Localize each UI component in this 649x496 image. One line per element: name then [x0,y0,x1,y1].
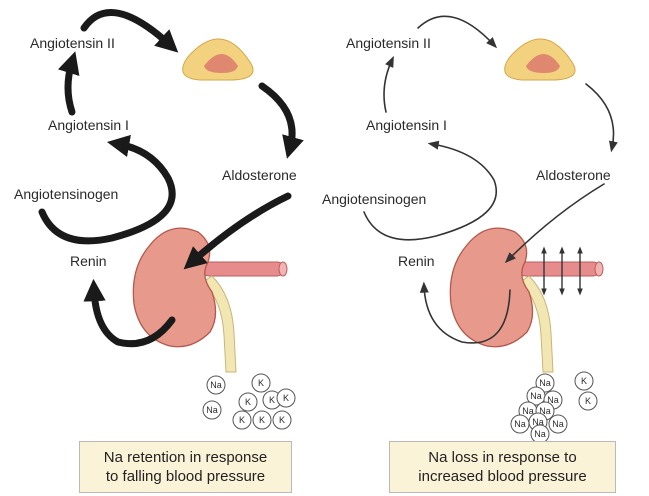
left-caption-line-1: Na retention in response [80,448,291,467]
ion-label: Na [522,406,534,416]
ion-k: K [273,411,291,429]
left-adrenal-gland [183,39,253,80]
ion-label: Na [552,419,564,429]
ion-label: Na [514,419,526,429]
ion-label: K [581,376,587,386]
ion-label: K [239,415,245,425]
right-label-angiotensin-ii: Angiotensin II [346,35,431,51]
ion-na: Na [511,415,529,433]
ion-k: K [239,393,257,411]
ion-k: K [579,392,597,410]
ion-label: K [283,393,289,403]
right-label-aldosterone: Aldosterone [536,167,611,183]
ion-label: K [585,396,591,406]
ion-k: K [575,372,593,390]
right-label-angiotensinogen: Angiotensinogen [322,191,426,207]
ion-k: K [253,411,271,429]
right-caption-line-1: Na loss in response to [390,448,615,467]
arrow-angiotensin-i-to-ii [68,62,72,112]
ion-label: K [269,395,275,405]
left-label-aldosterone: Aldosterone [222,167,297,183]
right-caption-line-2: increased blood pressure [390,467,615,486]
right-adrenal-gland [505,39,575,80]
ion-na: Na [549,415,567,433]
ion-k: K [233,411,251,429]
ion-na: Na [203,401,221,419]
arrow-adrenal-to-aldosterone [586,84,614,148]
ion-label: K [245,397,251,407]
left-panel: Angiotensin II Angiotensin I Angiotensin… [14,12,297,429]
left-label-angiotensin-i: Angiotensin I [48,117,129,133]
left-kidney [133,228,215,347]
ion-label: K [258,378,264,388]
ion-label: Na [530,391,542,401]
right-label-renin: Renin [398,253,435,269]
left-label-angiotensinogen: Angiotensinogen [14,186,118,202]
arrow-adrenal-to-aldosterone [262,86,292,148]
ion-na: Na [207,376,225,394]
ion-label: K [279,415,285,425]
ion-label: Na [210,380,222,390]
right-panel: Angiotensin II Angiotensin I Angiotensin… [322,16,614,443]
right-kidney [450,228,532,347]
left-label-renin: Renin [70,253,107,269]
right-label-angiotensin-i: Angiotensin I [366,117,447,133]
left-caption-box: Na retention in response to falling bloo… [79,441,292,493]
ion-k: K [252,374,270,392]
arrow-aldosterone-to-kidney [192,196,288,262]
right-renal-vessel [518,262,603,276]
left-renal-vessel [202,262,287,276]
ion-label: Na [539,378,551,388]
ion-label: K [259,415,265,425]
left-label-angiotensin-ii: Angiotensin II [30,35,115,51]
ion-label: Na [534,429,546,439]
right-caption-box: Na loss in response to increased blood p… [389,441,616,493]
ion-k: K [277,389,295,407]
left-caption-line-2: to falling blood pressure [80,467,291,486]
arrow-angiotensin-i-to-ii [384,60,392,112]
ion-label: Na [206,405,218,415]
